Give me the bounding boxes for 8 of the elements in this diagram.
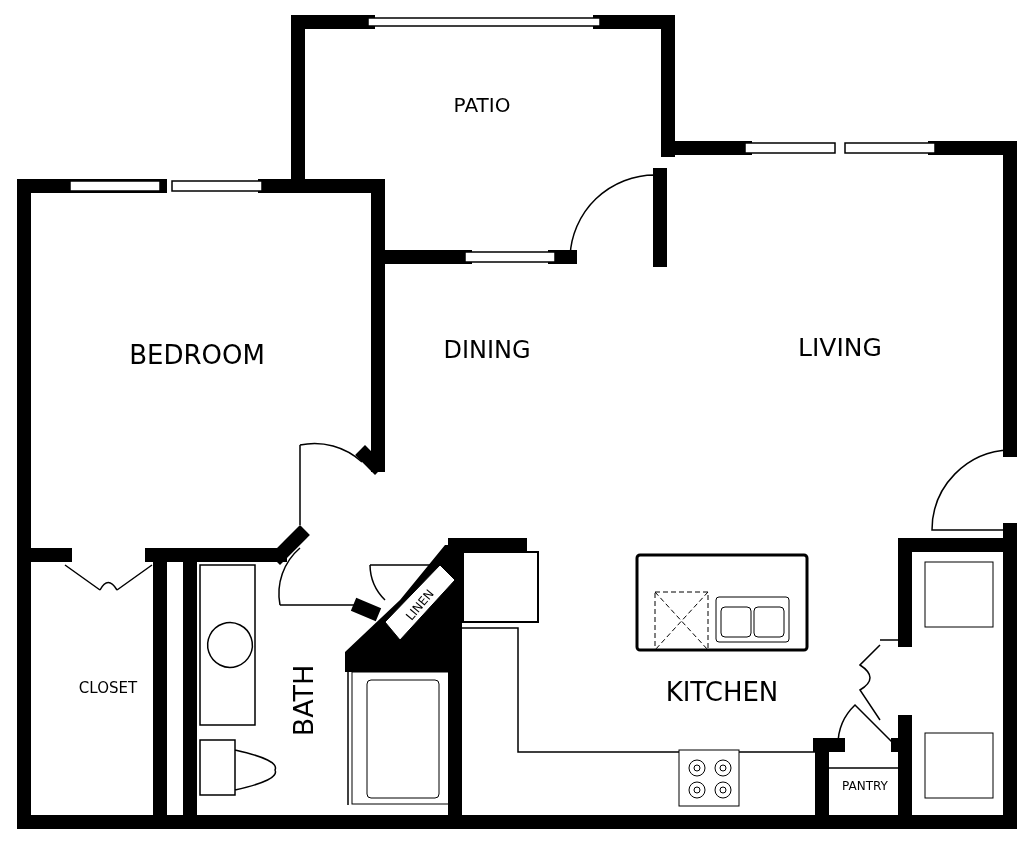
- room-label: DINING: [443, 338, 531, 362]
- room-label: KITCHEN: [665, 679, 779, 705]
- room-label: BATH: [290, 664, 318, 736]
- room-label: BEDROOM: [129, 342, 265, 368]
- room-label: CLOSET: [78, 680, 138, 696]
- room-label: PATIO: [453, 95, 511, 115]
- room-label: PANTRY: [842, 780, 888, 792]
- room-label: LIVING: [798, 334, 882, 360]
